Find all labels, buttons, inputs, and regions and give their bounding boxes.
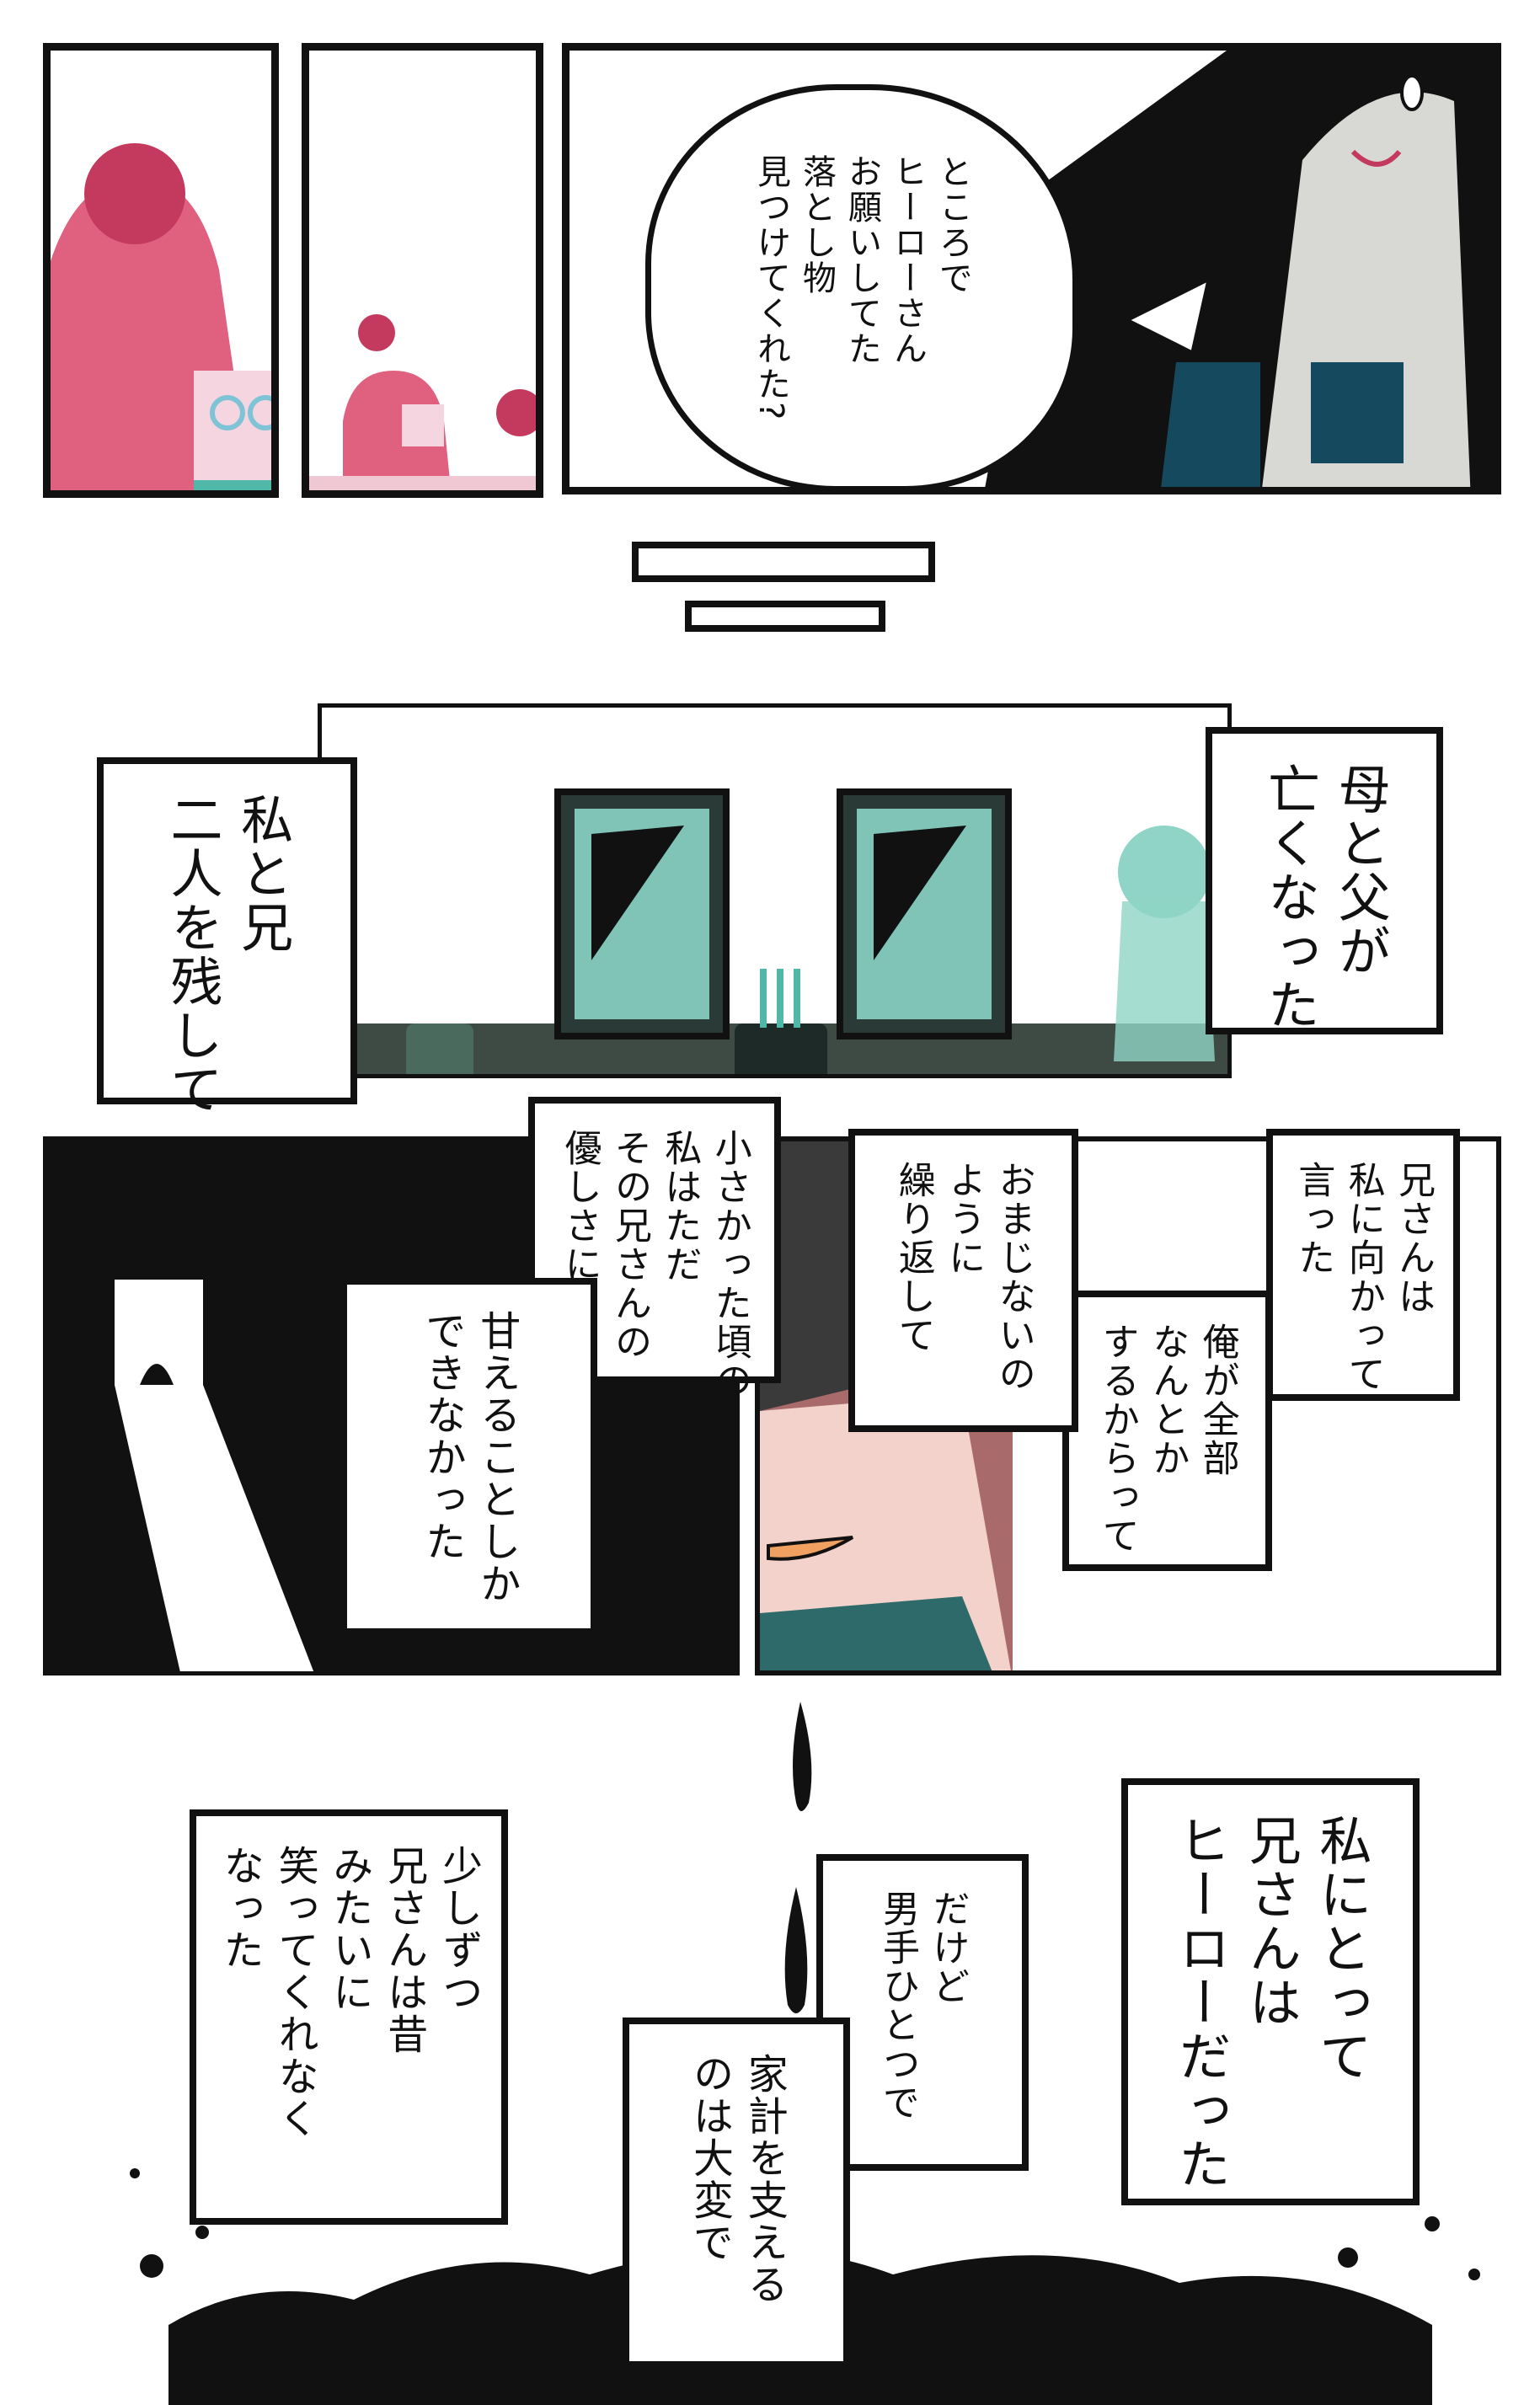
caption-left-behind: 私と兄 二人を残して bbox=[97, 757, 357, 1116]
divider-bar bbox=[685, 601, 885, 632]
caption-text: 小さかった頃の 私はただ その兄さんの 優しさに bbox=[558, 1129, 751, 1400]
caption-text: だけど 男手ひとつで bbox=[876, 1889, 970, 2122]
caption-like-charm: おまじないの ように 繰り返して bbox=[848, 1129, 1078, 1432]
caption-text: おまじないの ように 繰り返して bbox=[891, 1161, 1035, 1393]
caption-text: 私と兄 二人を残して bbox=[161, 793, 294, 1116]
caption-brother-said: 兄さんは 私に向かって 言った bbox=[1266, 1129, 1460, 1401]
caption-parents-died: 母と父が 亡くなった bbox=[1206, 727, 1443, 1034]
memorial-photos-illustration bbox=[322, 788, 1227, 1074]
caption-text: 兄さんは 私に向かって 言った bbox=[1291, 1161, 1436, 1393]
caption-text: 私にとって 兄さんは ヒーローだった bbox=[1169, 1814, 1372, 2191]
caption-hero: 私にとって 兄さんは ヒーローだった bbox=[1121, 1778, 1420, 2205]
divider-bar bbox=[632, 542, 935, 582]
caption-hard-support: 家計を支える のは大変で bbox=[623, 2018, 850, 2368]
caption-text: 甘えることしか できなかった bbox=[418, 1310, 521, 1605]
caption-text: 俺が全部 なんとか するからって bbox=[1095, 1323, 1239, 1555]
caption-but-alone: だけど 男手ひとつで bbox=[816, 1854, 1029, 2171]
corridor-illustration bbox=[115, 1280, 314, 1671]
panel-girl-closeup bbox=[43, 43, 279, 498]
panel-memorial-shelf bbox=[318, 703, 1232, 1078]
girl-desk-illustration bbox=[309, 314, 536, 490]
caption-text: 母と父が 亡くなった bbox=[1259, 762, 1391, 1032]
speech-bubble: ところで ヒーローさん お願いしてた 落とし物 見つけてくれた? bbox=[645, 84, 1078, 487]
caption-stopped-smiling: 少しずつ 兄さんは昔 みたいに 笑ってくれなく なった bbox=[190, 1809, 508, 2225]
girl-illustration bbox=[51, 143, 271, 490]
caption-only-depend: 甘えることしか できなかった bbox=[340, 1278, 597, 1635]
speech-text: ところで ヒーローさん お願いしてた 落とし物 見つけてくれた? bbox=[751, 154, 972, 422]
hero-silhouette-illustration bbox=[985, 51, 1494, 487]
caption-ill-handle: 俺が全部 なんとか するからって bbox=[1062, 1291, 1272, 1571]
caption-text: 家計を支える のは大変で bbox=[686, 2053, 788, 2306]
panel-hero-speech: ところで ヒーローさん お願いしてた 落とし物 見つけてくれた? bbox=[562, 43, 1501, 494]
caption-text: 少しずつ 兄さんは昔 みたいに 笑ってくれなく なった bbox=[216, 1845, 482, 2140]
panel-girl-desk bbox=[302, 43, 543, 498]
